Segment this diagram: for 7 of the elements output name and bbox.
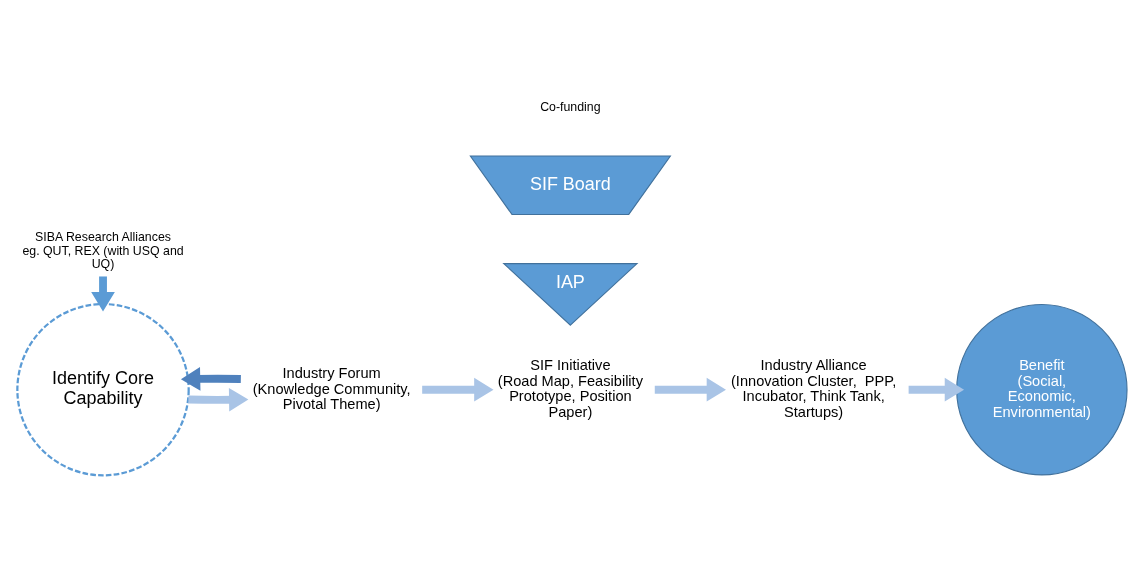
node-label: Co-funding	[540, 99, 601, 114]
node-text: Industry Alliance (Innovation Cluster, PPP, Incubator, Think Tank, Startups)	[731, 356, 897, 421]
node-text: SIF Initiative (Road Map, Feasibility Prototype, Position Paper)	[497, 356, 643, 421]
node-text: Industry Forum (Knowledge Community, Pivotal Theme)	[252, 364, 411, 413]
node-text: SIBA Research Alliances eg. QUT, REX (with USQ and UQ)	[22, 230, 184, 272]
node-circle: Benefit (Social, Economic, Environmental)	[956, 303, 1128, 476]
node-circle: Identify Core Capability	[16, 302, 190, 477]
